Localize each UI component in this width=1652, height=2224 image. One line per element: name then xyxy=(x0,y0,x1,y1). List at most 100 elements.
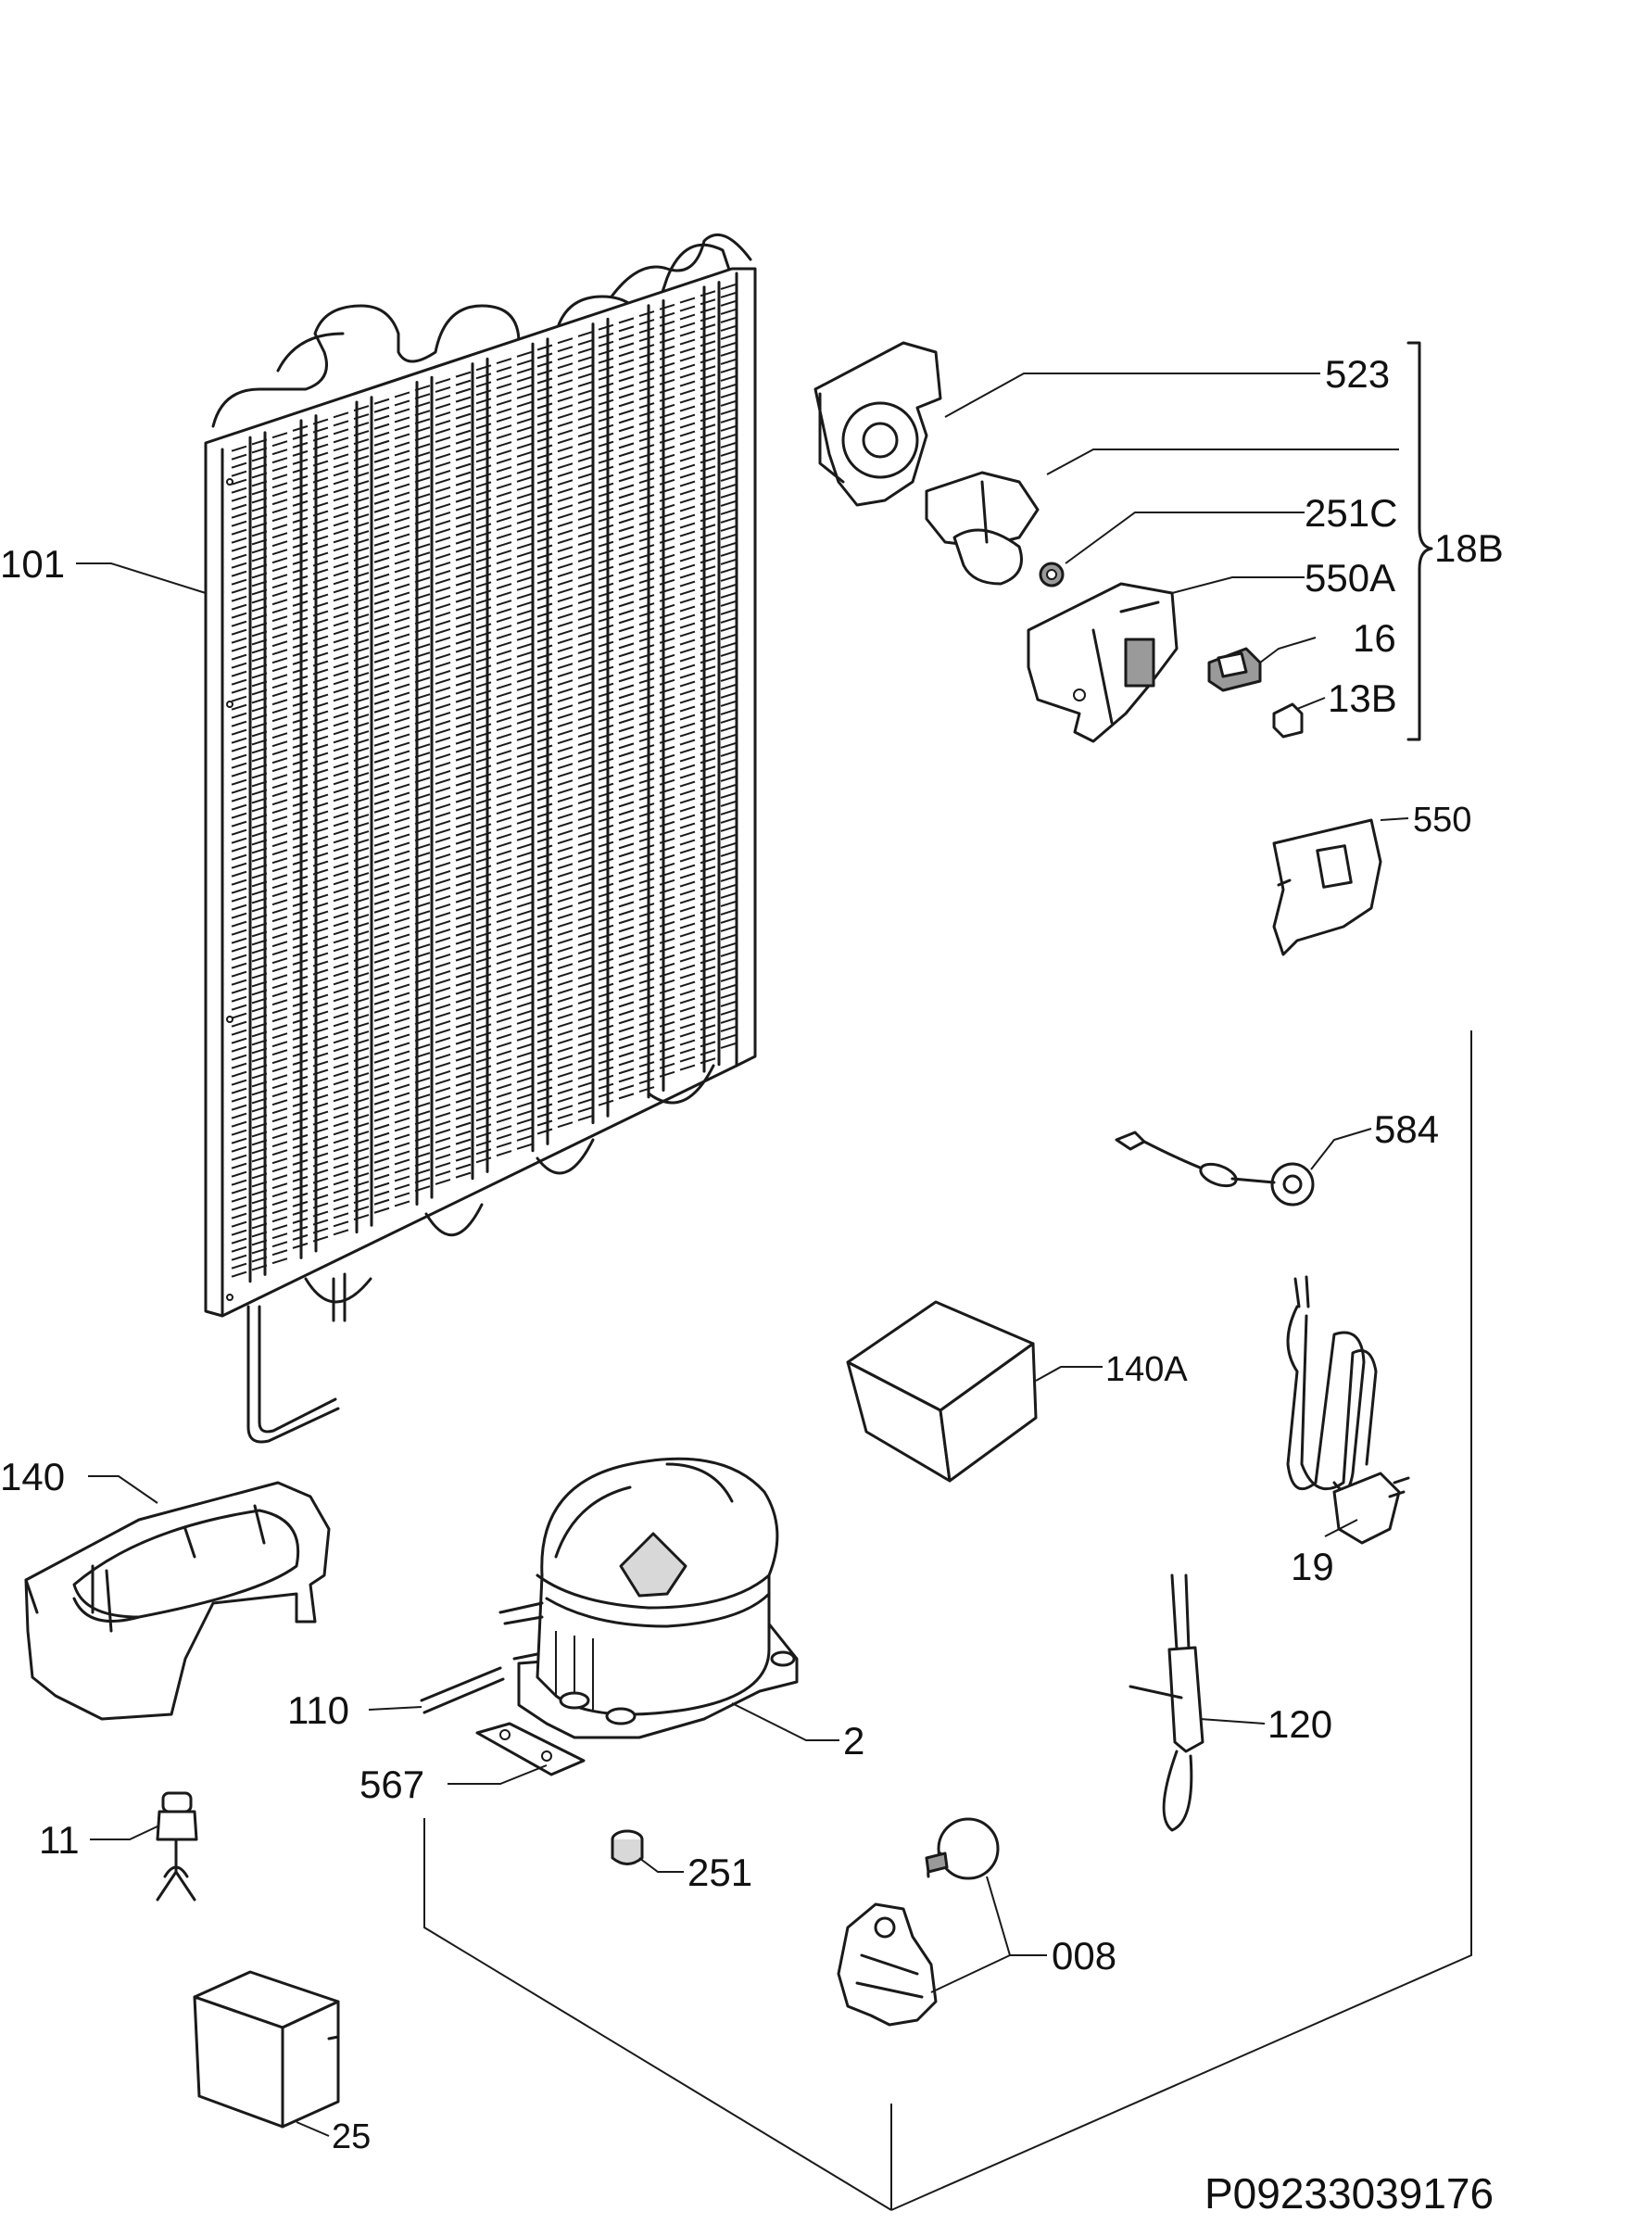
condenser-wire xyxy=(414,835,431,842)
condenser-wire xyxy=(455,913,472,920)
condenser-wire xyxy=(373,981,390,989)
condenser-wire xyxy=(312,1052,329,1059)
condenser-wire xyxy=(557,504,574,512)
condenser-wire xyxy=(638,928,655,935)
condenser-wire xyxy=(618,659,635,666)
condenser-wire xyxy=(720,867,737,874)
condenser-wire xyxy=(414,485,431,492)
condenser-wire xyxy=(292,800,309,807)
condenser-wire xyxy=(475,1131,492,1139)
condenser-wire xyxy=(455,1121,472,1129)
condenser-wire xyxy=(353,1106,370,1112)
condenser-wire xyxy=(618,1051,635,1058)
condenser-wire xyxy=(577,330,594,337)
condenser-wire xyxy=(435,777,451,785)
condenser-wire xyxy=(373,464,390,472)
condenser-wire xyxy=(373,815,390,822)
condenser-wire xyxy=(373,606,390,613)
condenser-wire xyxy=(312,543,329,550)
condenser-wire xyxy=(577,522,594,529)
condenser-wire xyxy=(577,780,594,788)
condenser-wire xyxy=(638,894,655,902)
condenser-wire xyxy=(455,754,472,762)
condenser-wire xyxy=(394,775,410,782)
condenser-wire xyxy=(536,811,553,818)
condenser-wire xyxy=(598,615,614,623)
condenser-wire xyxy=(251,597,268,604)
label-25: 25 xyxy=(332,2117,371,2156)
condenser-wire xyxy=(516,826,533,833)
condenser-wire xyxy=(435,986,451,993)
condenser-wire xyxy=(251,997,268,1005)
condenser-wire xyxy=(475,865,492,872)
condenser-wire xyxy=(271,790,288,798)
condenser-wire xyxy=(251,805,268,813)
condenser-wire xyxy=(598,449,614,456)
condenser-wire xyxy=(720,567,737,574)
condenser-wire xyxy=(414,743,431,751)
condenser-wire xyxy=(679,463,696,471)
condenser-wire xyxy=(394,783,410,790)
condenser-wire xyxy=(618,967,635,975)
condenser-wire xyxy=(496,1108,512,1116)
condenser-wire xyxy=(271,565,288,573)
condenser-wire xyxy=(353,755,370,762)
condenser-wire xyxy=(659,820,675,828)
condenser-wire xyxy=(577,405,594,412)
condenser-wire xyxy=(577,972,594,979)
condenser-wire xyxy=(557,963,574,970)
condenser-wire xyxy=(679,572,696,579)
condenser-wire xyxy=(557,487,574,495)
condenser-wire xyxy=(577,463,594,471)
condenser-wire xyxy=(618,567,635,575)
condenser-wire xyxy=(455,813,472,820)
condenser-wire xyxy=(312,977,329,984)
condenser-wire xyxy=(577,505,594,512)
condenser-wire xyxy=(496,841,512,849)
condenser-wire xyxy=(271,774,288,781)
condenser-wire xyxy=(720,767,737,774)
condenser-wire xyxy=(414,735,431,742)
condenser-wire xyxy=(455,379,472,386)
condenser-wire xyxy=(312,1010,329,1017)
condenser-wire xyxy=(720,634,737,640)
condenser-wire xyxy=(598,365,614,373)
condenser-wire xyxy=(679,488,696,496)
condenser-wire xyxy=(638,502,655,510)
condenser-wire xyxy=(353,747,370,753)
condenser-wire xyxy=(679,872,696,879)
condenser-wire xyxy=(271,749,288,756)
condenser-wire xyxy=(353,588,370,595)
condenser-wire xyxy=(333,637,349,644)
condenser-wire xyxy=(414,1169,431,1176)
condenser-wire xyxy=(373,689,390,697)
condenser-wire xyxy=(679,397,696,404)
condenser-wire xyxy=(435,936,451,943)
condenser-wire xyxy=(414,526,431,534)
condenser-wire xyxy=(271,815,288,823)
condenser-wire xyxy=(251,1222,268,1230)
condenser-wire xyxy=(659,1062,675,1069)
condenser-wire xyxy=(231,954,247,961)
condenser-wire xyxy=(292,1008,309,1016)
condenser-wire xyxy=(271,1057,288,1065)
condenser-wire xyxy=(251,1039,268,1046)
condenser-wire xyxy=(373,423,390,430)
condenser-wire xyxy=(353,630,370,637)
condenser-wire xyxy=(455,1046,472,1054)
condenser-wire xyxy=(333,1054,349,1061)
condenser-wire xyxy=(659,954,675,961)
condenser-wire xyxy=(659,787,675,794)
condenser-wire xyxy=(435,1011,451,1018)
condenser-wire xyxy=(577,555,594,562)
condenser-wire xyxy=(231,887,247,894)
condenser-wire xyxy=(496,691,512,699)
condenser-wire xyxy=(638,752,655,760)
condenser-wire xyxy=(353,555,370,562)
condenser-wire xyxy=(312,910,329,917)
condenser-wire xyxy=(353,905,370,912)
condenser-wire xyxy=(720,651,737,657)
condenser-wire xyxy=(475,381,492,388)
condenser-wire xyxy=(679,638,696,646)
condenser-wire xyxy=(679,563,696,571)
